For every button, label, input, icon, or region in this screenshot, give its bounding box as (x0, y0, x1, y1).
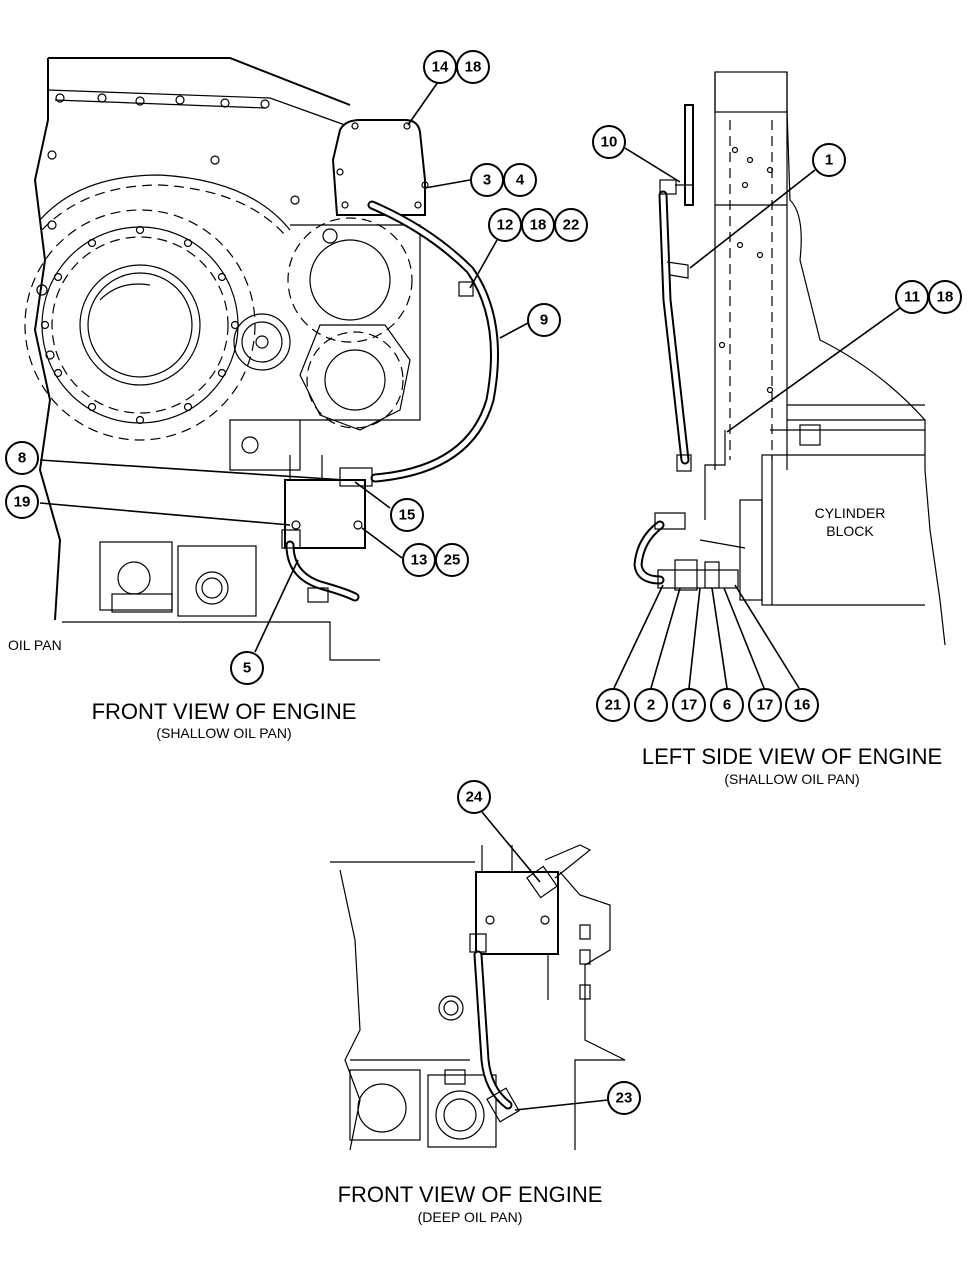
cylinder-block-label-line1: CYLINDER (815, 505, 886, 521)
svg-text:22: 22 (563, 217, 580, 234)
callout-4: 4 (503, 163, 537, 197)
callout-18-right: 18 (928, 280, 962, 314)
oil-pan-label: OIL PAN (8, 637, 62, 653)
svg-text:13: 13 (411, 552, 428, 569)
left-side-leaders (613, 147, 901, 689)
callout-13: 13 (402, 543, 436, 577)
callout-18-mid: 18 (521, 208, 555, 242)
callout-10: 10 (592, 125, 626, 159)
svg-text:23: 23 (616, 1090, 633, 1107)
cylinder-block-label-line2: BLOCK (826, 523, 874, 539)
svg-text:15: 15 (399, 507, 416, 524)
callout-8: 8 (5, 441, 39, 475)
callout-bubbles: 14 18 3 4 12 18 22 9 8 19 15 13 25 5 10 … (5, 50, 962, 1115)
callout-15: 15 (390, 498, 424, 532)
callout-17-right: 17 (748, 688, 782, 722)
svg-text:25: 25 (444, 552, 461, 569)
left-side-subtitle: (SHALLOW OIL PAN) (724, 771, 859, 787)
front-view-deep-drawing (330, 844, 626, 1151)
front-deep-leaders (481, 811, 609, 1111)
svg-text:18: 18 (530, 217, 547, 234)
left-side-view-drawing (633, 71, 946, 646)
callout-11: 11 (895, 280, 929, 314)
svg-text:19: 19 (14, 494, 31, 511)
svg-text:8: 8 (18, 450, 26, 467)
front-shallow-leaders (39, 81, 529, 653)
front-deep-subtitle: (DEEP OIL PAN) (418, 1209, 523, 1225)
callout-19: 19 (5, 485, 39, 519)
svg-text:6: 6 (723, 697, 731, 714)
callout-2: 2 (634, 688, 668, 722)
svg-text:2: 2 (647, 697, 655, 714)
svg-text:9: 9 (540, 312, 548, 329)
svg-text:4: 4 (516, 172, 525, 189)
svg-text:18: 18 (937, 289, 954, 306)
front-deep-title: FRONT VIEW OF ENGINE (338, 1182, 603, 1207)
callout-24: 24 (457, 780, 491, 814)
svg-text:24: 24 (466, 789, 483, 806)
callout-23: 23 (607, 1081, 641, 1115)
callout-9: 9 (527, 303, 561, 337)
callout-18-top: 18 (456, 50, 490, 84)
svg-text:11: 11 (904, 289, 920, 306)
svg-text:16: 16 (794, 697, 811, 714)
callout-5: 5 (230, 651, 264, 685)
svg-text:5: 5 (243, 660, 251, 677)
svg-text:18: 18 (465, 59, 482, 76)
svg-text:14: 14 (432, 59, 449, 76)
callout-21: 21 (596, 688, 630, 722)
svg-text:17: 17 (757, 697, 774, 714)
callout-6: 6 (710, 688, 744, 722)
front-shallow-subtitle: (SHALLOW OIL PAN) (156, 725, 291, 741)
callout-17-left: 17 (672, 688, 706, 722)
svg-text:1: 1 (825, 152, 833, 169)
callout-22: 22 (554, 208, 588, 242)
callout-12: 12 (488, 208, 522, 242)
svg-text:17: 17 (681, 697, 698, 714)
callout-3: 3 (470, 163, 504, 197)
svg-text:10: 10 (601, 134, 618, 151)
callout-16: 16 (785, 688, 819, 722)
svg-text:21: 21 (605, 697, 622, 714)
callout-14: 14 (423, 50, 457, 84)
callout-25: 25 (435, 543, 469, 577)
front-shallow-title: FRONT VIEW OF ENGINE (92, 699, 357, 724)
svg-text:12: 12 (497, 217, 514, 234)
left-side-title: LEFT SIDE VIEW OF ENGINE (642, 744, 942, 769)
flywheel-bolt-ring (40, 225, 240, 425)
callout-1: 1 (812, 143, 846, 177)
svg-text:3: 3 (483, 172, 491, 189)
front-view-shallow-drawing (24, 57, 499, 661)
